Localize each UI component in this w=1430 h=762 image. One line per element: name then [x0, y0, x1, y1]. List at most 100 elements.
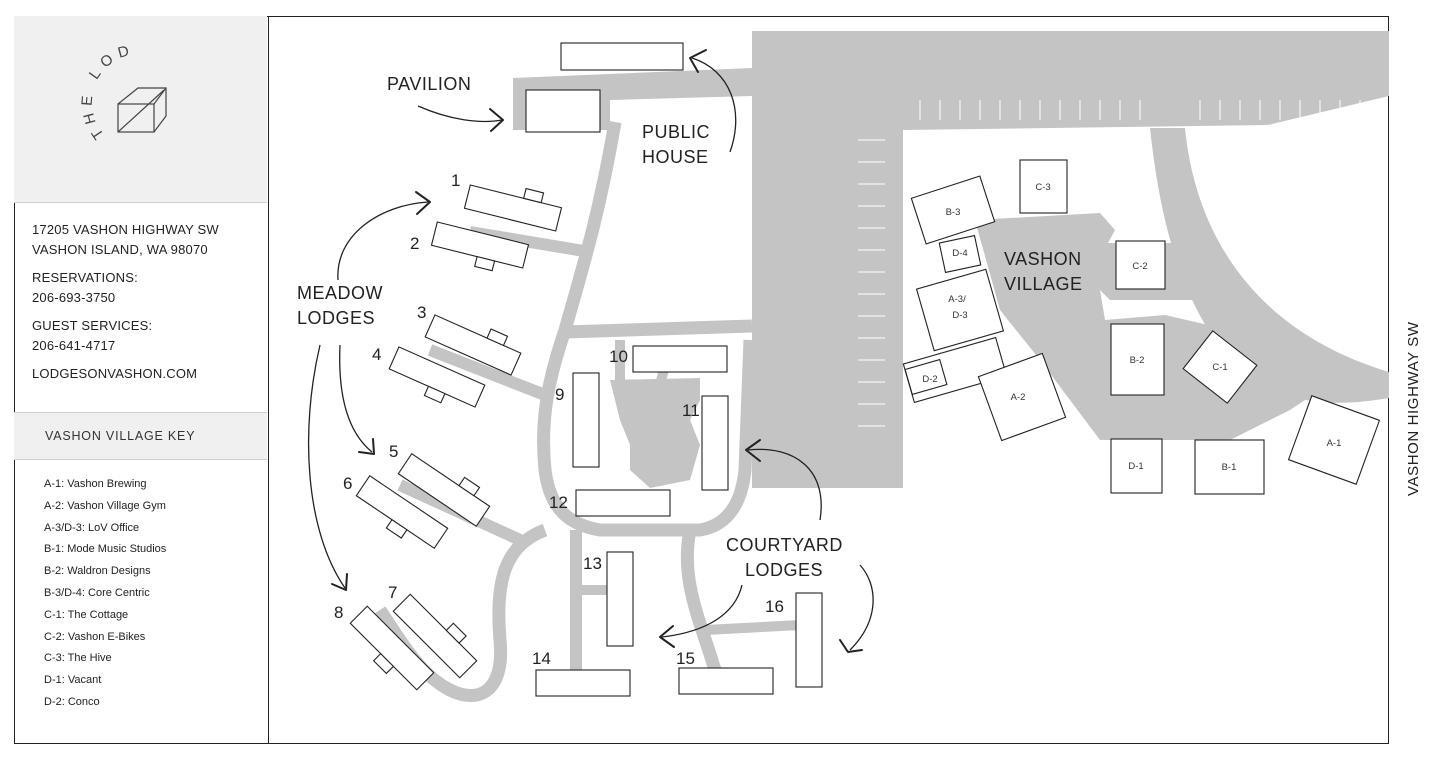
arrowhead-public-house [689, 49, 707, 73]
lodge-13[interactable] [606, 551, 634, 647]
address-line-1: 17205 VASHON HIGHWAY SW [32, 222, 219, 237]
key-list: A-1: Vashon Brewing A-2: Vashon Village … [44, 474, 264, 714]
unit-c2[interactable] [1115, 240, 1166, 290]
address-line-2: VASHON ISLAND, WA 98070 [32, 242, 208, 257]
highway-label-wrap: VASHON HIGHWAY SW [1400, 270, 1424, 500]
lodge-10[interactable] [632, 345, 728, 373]
arrow-public-house [691, 57, 737, 153]
unit-a3-d3[interactable] [915, 268, 1005, 352]
unit-c1[interactable] [1182, 330, 1258, 404]
contact-info: 17205 VASHON HIGHWAY SW VASHON ISLAND, W… [32, 220, 262, 384]
key-item: A-3/D-3: LoV Office [44, 521, 140, 534]
lodge-6[interactable] [351, 475, 449, 557]
key-item: B-1: Mode Music Studios [44, 543, 167, 556]
spur-16 [704, 620, 801, 635]
courtyard-label-1: COURTYARD [726, 535, 843, 555]
village-label-2: VILLAGE [1004, 274, 1083, 294]
lodges-logo: THE LODGES ON VASHON [5, 3, 167, 142]
number-16: 16 [765, 597, 784, 616]
pavilion-building[interactable] [525, 89, 601, 133]
label-d4: D-4 [952, 248, 967, 259]
label-c3: C-3 [1035, 182, 1050, 193]
arrowhead-meadow-5 [358, 438, 375, 455]
unit-d4[interactable] [938, 234, 982, 274]
logo-panel: THE LODGES ON VASHON [5, 3, 267, 203]
lodge-3[interactable] [424, 306, 525, 376]
website-link[interactable]: LODGESONVASHON.COM [32, 366, 198, 381]
arrowhead-meadow-8 [331, 573, 348, 591]
number-9: 9 [555, 385, 564, 404]
village-road [1150, 128, 1389, 403]
key-item: B-2: Waldron Designs [44, 565, 151, 578]
courtyard-top-path [564, 319, 753, 339]
arrow-courtyard-15 [661, 584, 743, 638]
lodge-8[interactable] [343, 605, 435, 697]
unit-d1[interactable] [1110, 438, 1163, 494]
lodge-7[interactable] [392, 587, 484, 679]
number-12: 12 [549, 493, 568, 512]
meadow-spur-4 [427, 344, 548, 401]
lodge-9[interactable] [572, 372, 600, 468]
courtyard-label-2: LODGES [745, 560, 823, 580]
parking-stalls [858, 100, 1381, 427]
meadow-label-2: LODGES [297, 308, 375, 328]
lodge-14[interactable] [535, 669, 631, 697]
callout-arrows [307, 49, 874, 653]
label-a3-2: D-3 [952, 310, 967, 321]
arrow-meadow-5 [339, 344, 373, 453]
arrowhead-courtyard-11 [745, 439, 761, 462]
key-item: A-1: Vashon Brewing [44, 478, 147, 490]
label-b1: B-1 [1222, 462, 1237, 473]
courtyard-path [537, 120, 757, 537]
number-11: 11 [682, 401, 700, 420]
inner-courtyard-top [615, 340, 670, 396]
unit-b3[interactable] [910, 175, 996, 245]
key-item: B-3/D-4: Core Centric [44, 586, 150, 599]
unit-a1[interactable] [1287, 395, 1381, 485]
area-labels: PAVILION PUBLIC HOUSE MEADOW LODGES COUR… [297, 74, 1083, 580]
guest-services-label: GUEST SERVICES: [32, 318, 153, 333]
village-label-1: VASHON [1004, 249, 1082, 269]
lodge-4[interactable] [385, 346, 486, 416]
parking-lot [752, 31, 1389, 488]
label-c2: C-2 [1132, 261, 1147, 272]
number-6: 6 [343, 474, 352, 493]
arrowhead-courtyard-15 [659, 625, 675, 648]
unit-b2[interactable] [1110, 323, 1165, 396]
lodge-5[interactable] [397, 445, 495, 527]
label-a2: A-2 [1011, 392, 1026, 403]
lodge-2[interactable] [429, 221, 530, 278]
lodge-1[interactable] [463, 175, 563, 232]
label-c1: C-1 [1212, 362, 1227, 373]
arrow-meadow-8 [307, 344, 346, 589]
unit-a2[interactable] [977, 352, 1067, 442]
key-item: C-3: The Hive [44, 652, 112, 665]
label-b2: B-2 [1130, 355, 1145, 366]
number-7: 7 [388, 583, 397, 602]
number-14: 14 [532, 649, 551, 668]
arrowhead-pavilion [489, 108, 504, 132]
public-house-building[interactable] [560, 42, 684, 71]
spur-15 [680, 528, 722, 672]
unit-c3[interactable] [1019, 159, 1068, 214]
number-10: 10 [609, 347, 628, 366]
public-house-label-1: PUBLIC [642, 122, 710, 142]
arrow-meadow-1 [337, 201, 429, 281]
lodge-number-labels: 1 2 3 4 5 6 7 8 9 10 11 12 13 14 15 16 [334, 171, 784, 668]
label-b3: B-3 [946, 207, 961, 218]
key-item: C-2: Vashon E-Bikes [44, 630, 146, 643]
lodge-12[interactable] [575, 489, 671, 517]
reservations-phone[interactable]: 206-693-3750 [32, 290, 116, 305]
number-4: 4 [372, 345, 381, 364]
lodge-11[interactable] [701, 395, 729, 491]
number-13: 13 [583, 554, 602, 573]
lodge-16[interactable] [795, 592, 823, 688]
lodge-15[interactable] [678, 667, 774, 695]
reservations-label: RESERVATIONS: [32, 270, 138, 285]
unit-d2[interactable] [904, 358, 948, 396]
unit-b1[interactable] [1194, 439, 1265, 495]
key-item: D-2: Conco [44, 695, 100, 708]
village-unit-labels: C-3 B-3 D-4 A-3/ D-3 D-2 A-2 C-2 B-2 C-1… [922, 182, 1341, 473]
guest-services-phone[interactable]: 206-641-4717 [32, 338, 116, 353]
